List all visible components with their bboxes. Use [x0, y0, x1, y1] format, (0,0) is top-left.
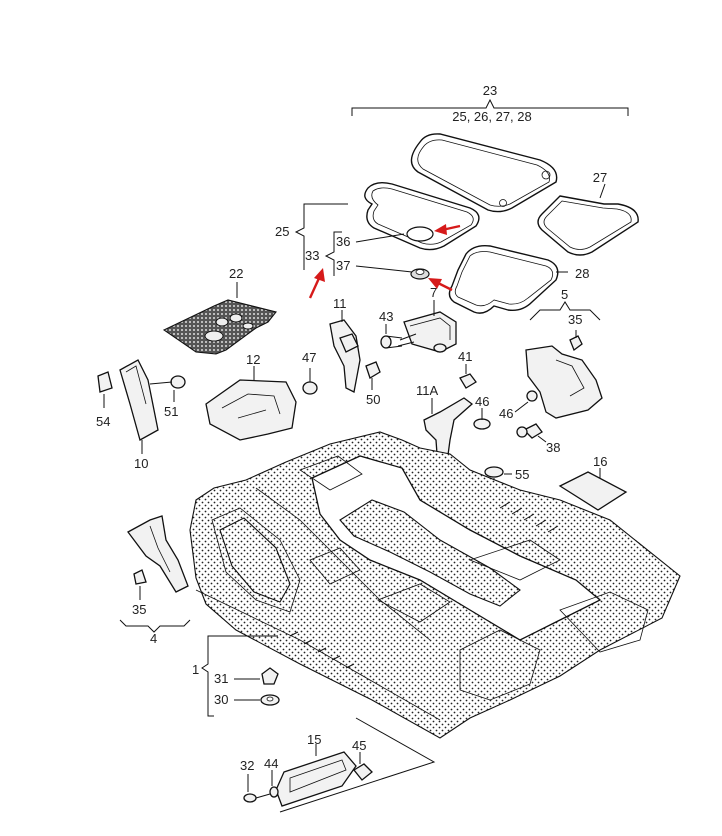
- label-45: 45: [352, 738, 366, 753]
- label-10: 10: [134, 456, 148, 471]
- label-46-right: 46: [499, 406, 513, 421]
- label-38: 38: [546, 440, 560, 455]
- label-22: 22: [229, 266, 243, 281]
- label-36: 36: [336, 234, 350, 249]
- part-41-nut[interactable]: 41: [458, 349, 477, 389]
- label-44: 44: [264, 756, 278, 771]
- mat-clip-36[interactable]: [406, 226, 434, 242]
- label-25-28: 25, 26, 27, 28: [452, 109, 532, 124]
- label-37: 37: [336, 258, 350, 273]
- part-45-connector[interactable]: 45: [352, 738, 373, 781]
- label-50: 50: [366, 392, 380, 407]
- part-1-floor-pan[interactable]: [189, 431, 681, 739]
- label-28: 28: [575, 266, 589, 281]
- part-47-stud[interactable]: 47: [302, 350, 318, 395]
- part-50-clip[interactable]: 50: [365, 361, 381, 407]
- part-54-clip[interactable]: 54: [96, 371, 113, 429]
- label-5: 5: [561, 287, 568, 302]
- part-16-cover[interactable]: 16: [558, 454, 628, 511]
- label-47: 47: [302, 350, 316, 365]
- bracket-4: [119, 619, 191, 633]
- label-15: 15: [307, 732, 321, 747]
- part-15-lamp[interactable]: 15: [275, 717, 436, 813]
- bracket-23: [351, 98, 629, 116]
- part-44-bulb[interactable]: 44: [264, 756, 279, 798]
- label-7: 7: [430, 285, 437, 300]
- part-10-trim[interactable]: 10: [119, 359, 159, 471]
- part-43-screw[interactable]: 43: [379, 309, 403, 349]
- label-30: 30: [214, 692, 228, 707]
- part-31-clip[interactable]: [261, 667, 279, 685]
- label-43: 43: [379, 309, 393, 324]
- label-4: 4: [150, 631, 157, 646]
- mat-25[interactable]: [364, 181, 480, 251]
- part-5-trim[interactable]: 5 35 46 38: [499, 287, 603, 455]
- part-22-floor-panel[interactable]: 22: [162, 266, 277, 355]
- label-31: 31: [214, 671, 228, 686]
- label-54: 54: [96, 414, 110, 429]
- bracket-33: [324, 231, 342, 276]
- mat-27[interactable]: [537, 195, 639, 256]
- label-11: 11: [333, 296, 347, 311]
- label-23: 23: [483, 83, 497, 98]
- label-12: 12: [246, 352, 260, 367]
- highlight-arrow-33: [308, 275, 322, 299]
- part-32-wire[interactable]: 32: [240, 758, 271, 803]
- part-11-lever[interactable]: 11: [329, 296, 361, 393]
- label-41: 41: [458, 349, 472, 364]
- label-25: 25: [275, 224, 289, 239]
- bracket-1: [201, 635, 214, 717]
- label-35-top: 35: [568, 312, 582, 327]
- part-30-washer[interactable]: [260, 694, 280, 706]
- label-11A: 11A: [416, 383, 438, 398]
- label-27: 27: [593, 170, 607, 185]
- part-7-bracket[interactable]: 7: [397, 285, 457, 353]
- part-1-bracket-group: 1 31 30: [192, 635, 278, 717]
- label-32: 32: [240, 758, 254, 773]
- label-51: 51: [164, 404, 178, 419]
- part-12-bracket[interactable]: 12: [205, 352, 297, 441]
- label-1: 1: [192, 662, 199, 677]
- part-51-screw[interactable]: 51: [149, 375, 186, 419]
- mat-26[interactable]: [410, 133, 558, 213]
- bracket-25: [294, 203, 348, 270]
- label-16: 16: [593, 454, 607, 469]
- part-4-trim[interactable]: 35 4: [119, 515, 191, 646]
- label-35-bottom: 35: [132, 602, 146, 617]
- label-55: 55: [515, 467, 529, 482]
- part-11A-lever[interactable]: 11A 46: [416, 383, 491, 471]
- label-46-mid: 46: [475, 394, 489, 409]
- label-33: 33: [305, 248, 319, 263]
- floor-mat-set[interactable]: 23 25, 26, 27, 28 27 28 25 33 36 37: [275, 83, 639, 314]
- bracket-5: [529, 301, 601, 321]
